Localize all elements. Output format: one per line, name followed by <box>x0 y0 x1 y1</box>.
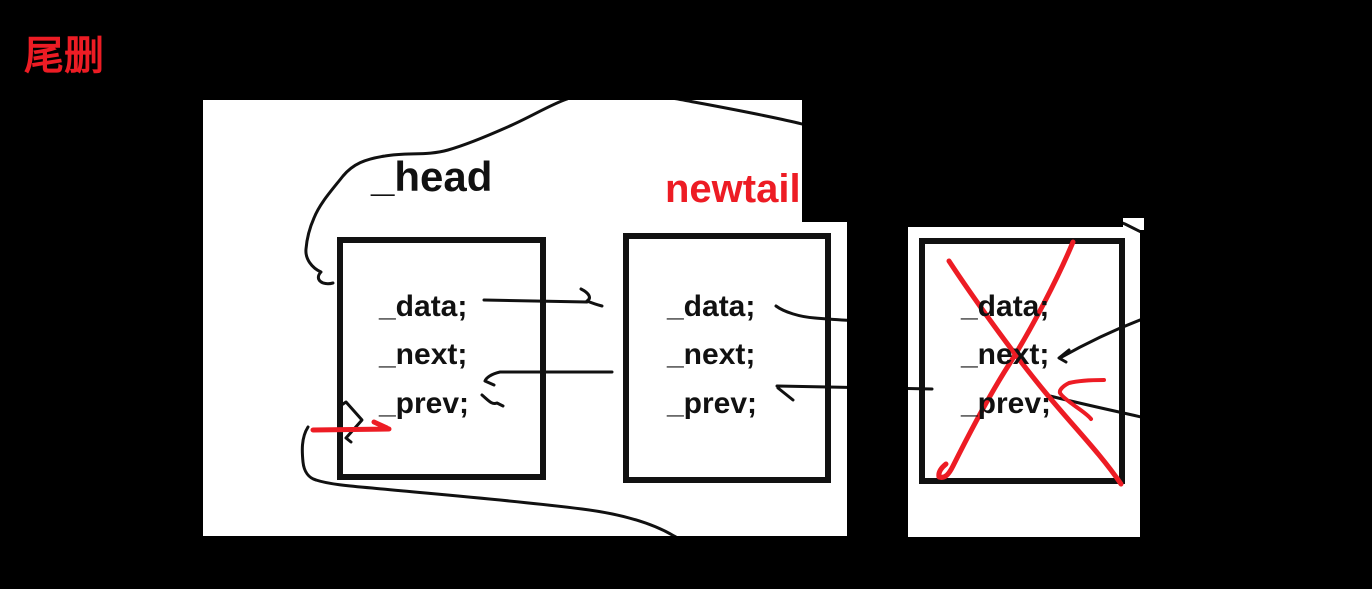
newtail-label: newtail <box>665 167 801 211</box>
node1-field-prev: _prev; <box>378 387 469 420</box>
delete-cross-stroke-2 <box>936 239 1076 480</box>
node2-field-data: _data; <box>666 290 755 323</box>
red-underline-mark <box>310 419 392 433</box>
bottom-loop-curve <box>300 425 702 537</box>
node-box-3 <box>919 238 1125 484</box>
node3-next-line <box>1057 315 1144 364</box>
head-label: _head <box>370 153 492 200</box>
node2-field-next: _next; <box>666 338 755 371</box>
prev-squiggle-mark <box>480 393 505 408</box>
node3-field-prev: _prev; <box>960 387 1051 420</box>
node3-field-data: _data; <box>960 290 1049 323</box>
node1-field-data: _data; <box>378 290 467 323</box>
node1-data-arrow <box>482 287 604 308</box>
chevron-arrow-icon <box>338 400 364 444</box>
node-box-1 <box>337 237 546 480</box>
canvas-region-right[interactable] <box>908 227 1140 537</box>
page-title: 尾删 <box>24 34 104 78</box>
node2-field-prev: _prev; <box>666 387 757 420</box>
node1-field-next: _next; <box>378 338 467 371</box>
head-pointer-curve <box>304 100 1144 286</box>
node3-prev-line <box>1048 394 1144 421</box>
red-left-arrow-icon <box>1057 378 1106 421</box>
canvas-region-strip[interactable] <box>802 222 847 536</box>
node1-prev-arrow <box>483 370 614 387</box>
delete-cross-stroke-1 <box>946 258 1124 487</box>
node3-field-next: _next; <box>960 338 1049 371</box>
node-box-2 <box>623 233 831 483</box>
